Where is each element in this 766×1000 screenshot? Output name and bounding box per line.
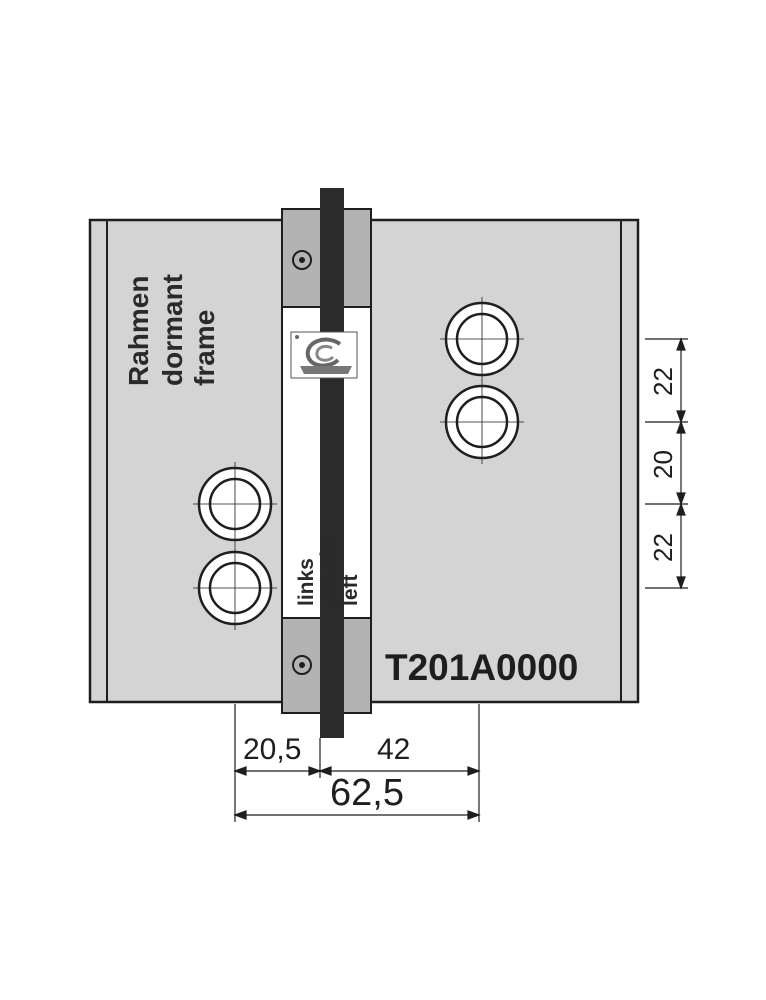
- dim-width-right: 42: [377, 733, 410, 766]
- side-label-line2: gauche: [317, 532, 340, 606]
- dim-vertical-top: 22: [648, 367, 678, 396]
- vertical-dimensions: [645, 337, 688, 590]
- frame-label: Rahmen dormant frame: [123, 274, 220, 386]
- hinge-pin: [320, 188, 344, 738]
- frame-label-line3: frame: [189, 310, 220, 386]
- side-label: links gauche left: [295, 532, 362, 606]
- dim-vertical-middle: 20: [648, 450, 678, 479]
- screw-hole-right-bottom: [440, 380, 524, 464]
- frame-label-line1: Rahmen: [123, 276, 154, 386]
- side-label-line1: links: [295, 558, 318, 606]
- screw-hole-right-top: [440, 297, 524, 381]
- dim-vertical-bottom: 22: [648, 533, 678, 562]
- side-label-line3: left: [339, 574, 362, 606]
- dim-width-left: 20,5: [243, 733, 301, 766]
- horizontal-dimensions: [233, 704, 481, 822]
- model-number: T201A0000: [385, 647, 578, 688]
- frame-label-line2: dormant: [157, 274, 188, 386]
- logo-icon: [290, 331, 358, 379]
- screw-hole-left-top: [193, 462, 277, 546]
- screw-hole-left-bottom: [193, 546, 277, 630]
- dim-width-total: 62,5: [330, 772, 404, 814]
